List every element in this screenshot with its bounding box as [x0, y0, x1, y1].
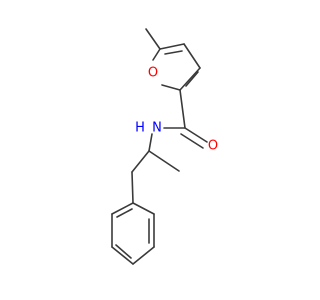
bond-ch2-phenyl — [131, 171, 134, 204]
bond-ch-ch2 — [131, 150, 150, 173]
bond-benzene-inner-b — [115, 244, 132, 259]
ring-oxygen-label: O — [148, 66, 158, 81]
amide-hydrogen-label: H — [135, 121, 145, 136]
bond-benzene-1-2 — [132, 202, 155, 215]
bond-methyl-furan — [145, 28, 161, 50]
bond-furan-c4-c5 — [159, 43, 185, 50]
bond-carbonyl-oxygen-a — [184, 127, 208, 143]
bond-benzene-4-5 — [111, 246, 134, 265]
bond-benzene-inner-c — [116, 208, 133, 218]
bond-carbonyl-oxygen-b — [180, 133, 204, 149]
bond-furan-c5-o1 — [152, 48, 161, 61]
amide-nitrogen-label: N — [152, 121, 162, 136]
bond-benzene-6-1 — [111, 202, 134, 215]
bond-furan-c3-c4 — [183, 43, 201, 69]
bond-furan-c3-c4-double — [185, 71, 199, 87]
bond-ch-methyl — [148, 150, 180, 172]
bond-furan-carbonyl — [179, 89, 186, 129]
bond-furan-c4-c5-double — [164, 50, 183, 55]
bond-nitrogen-ch — [148, 133, 153, 152]
bond-furan-o1-c2 — [161, 84, 181, 91]
bond-benzene-3-4 — [132, 246, 155, 265]
molecule-structure-diagram: O O N H — [111, 28, 218, 265]
bond-furan-c2-c3 — [179, 67, 201, 91]
carbonyl-oxygen-label: O — [208, 139, 218, 154]
